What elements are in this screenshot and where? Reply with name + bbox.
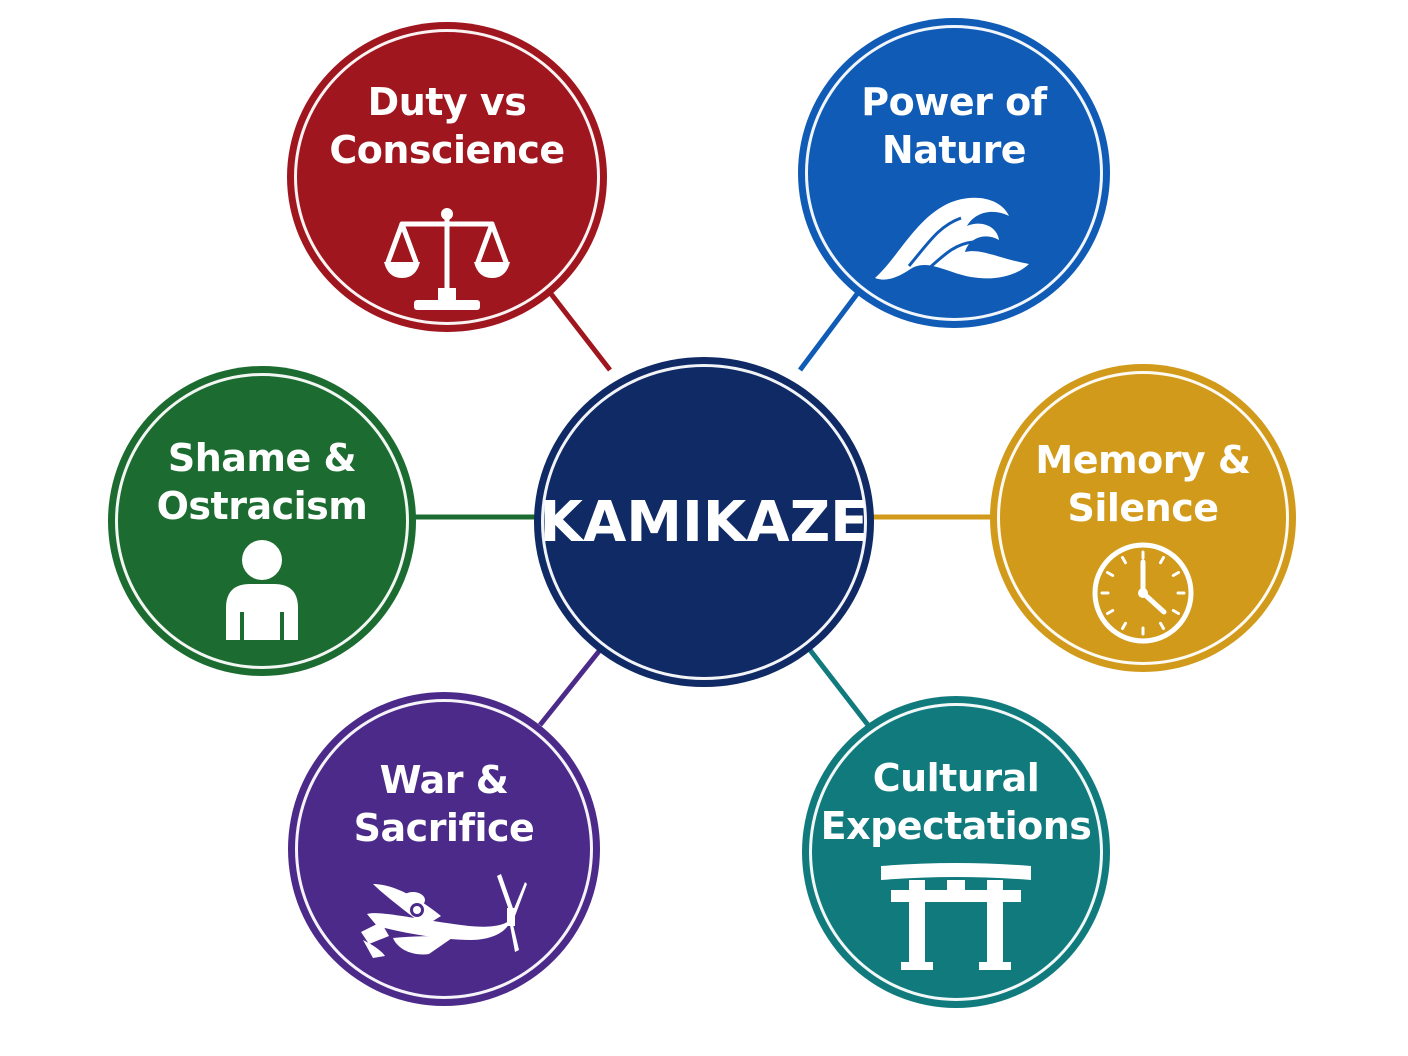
theme-title-line1: Duty vs [367,80,527,124]
theme-title-line2: Silence [1067,486,1219,530]
center-node[interactable]: KAMIKAZE [534,357,874,687]
connector-war [538,648,602,727]
center-label: KAMIKAZE [539,489,869,555]
connector-nature [798,288,862,372]
theme-node-shame[interactable]: Shame & Ostracism [108,366,416,676]
theme-title-line2: Sacrifice [353,806,535,850]
clock-icon [1092,542,1194,644]
theme-title-line2: Conscience [329,128,565,172]
wave-icon [875,197,1029,280]
scales-of-justice-icon [384,208,510,310]
theme-node-culture[interactable]: Cultural Expectations [802,696,1110,1008]
theme-node-memory[interactable]: Memory & Silence [990,364,1296,672]
connector-culture [808,648,870,727]
theme-title-line1: War & [379,758,509,802]
theme-node-nature[interactable]: Power of Nature [798,18,1110,328]
torii-gate-icon [881,863,1031,970]
theme-title-line2: Expectations [820,804,1092,848]
airplane-icon [361,874,527,958]
connector-duty [546,288,612,372]
theme-title-line2: Nature [881,128,1027,172]
theme-title-line1: Shame & [167,436,357,480]
theme-title-line2: Ostracism [156,484,368,528]
theme-title-line1: Memory & [1035,438,1251,482]
theme-title-line1: Power of [861,80,1047,124]
person-icon [226,540,298,640]
theme-node-duty[interactable]: Duty vs Conscience [287,22,607,332]
theme-node-war[interactable]: War & Sacrifice [288,692,600,1006]
theme-title-line1: Cultural [872,756,1040,800]
